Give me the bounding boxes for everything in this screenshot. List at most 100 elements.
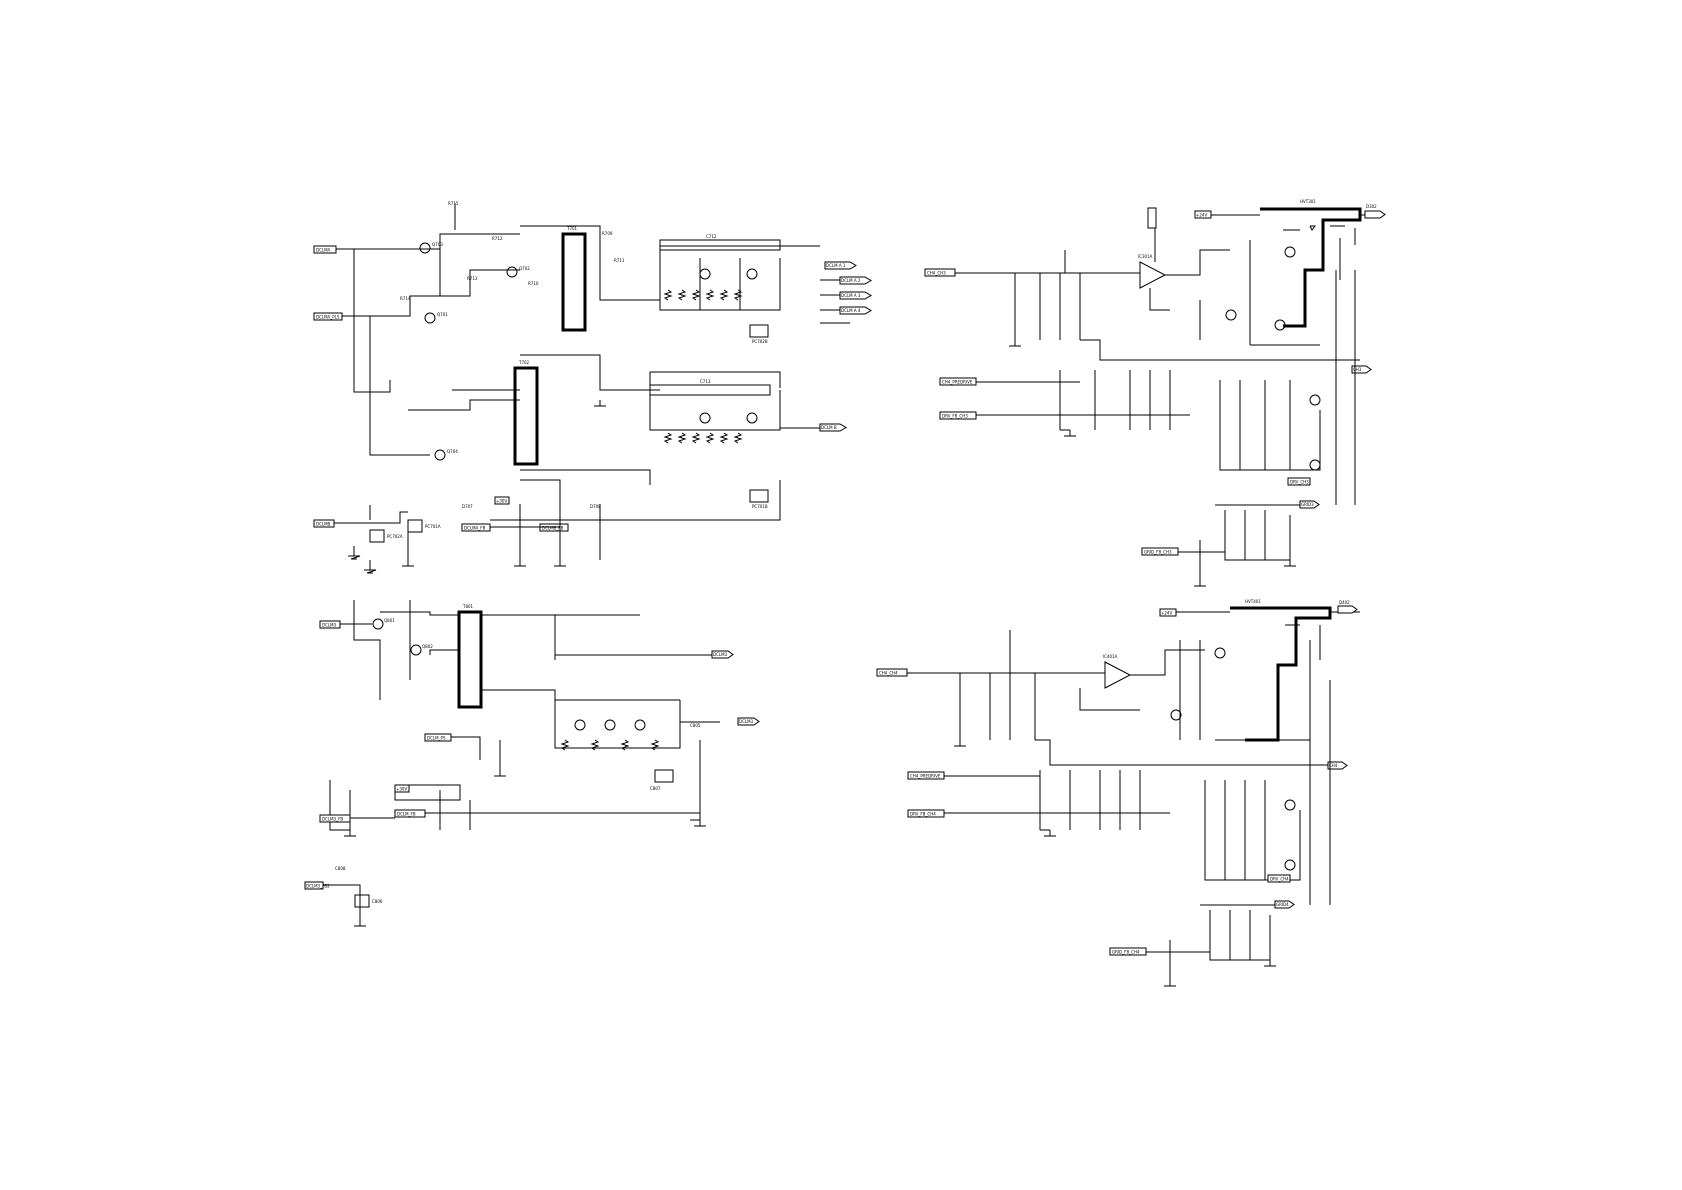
label-dclm-ps: DCLM_PS [427, 736, 446, 741]
transistor-ch4 [746, 412, 758, 424]
label-30v: +30V [496, 499, 507, 504]
tag-30v-b [394, 784, 410, 793]
transistor-q801 [372, 618, 384, 630]
label-r710: R710 [528, 281, 539, 286]
label-q703: Q703 [432, 242, 443, 247]
transistor-q701 [424, 312, 436, 324]
transistor-q305 [1309, 394, 1321, 406]
label-drv-fb-ch3: DRV_FB_CH3 [942, 414, 968, 419]
transistor-ch3 [699, 412, 711, 424]
transistor-q703 [419, 242, 431, 254]
transformer-hvt301 [1260, 207, 1362, 328]
output-tag-ch3 [1351, 365, 1372, 374]
transistor-q404 [1170, 709, 1182, 721]
label-r711: R711 [614, 258, 625, 263]
label-pc701b: PC701B [752, 504, 768, 509]
label-t801: T801 [462, 604, 474, 609]
label-drv-fb-ch4: DRV_FB_CH4 [910, 812, 936, 817]
opamp-ic301a [1139, 261, 1167, 289]
label-ch4-predrive-b: CH4_PREDRIVE [910, 774, 941, 779]
right-bottom-circuit: CH4_CH4 IC401A HVT401 +24V D402 [876, 599, 1360, 987]
output-tag-ch4 [1327, 761, 1348, 770]
label-pc801a: C806 [372, 899, 383, 904]
left-bottom-circuit: DCLM3 Q801 Q802 T801 DCLM3 DCLM3 C805 [304, 600, 760, 927]
output-tag-dclm-b [819, 423, 847, 432]
label-drv-ch3: DRV_CH3 [1290, 480, 1309, 485]
label-dclm3-fb2: DCLM3_FB2 [306, 884, 330, 889]
photocoupler-pc701b [749, 489, 769, 503]
output-tag-grid4 [1274, 900, 1295, 909]
label-ic401a: IC401A [1103, 654, 1118, 659]
photocoupler-pc702a [369, 529, 385, 543]
output-tag-d302 [1364, 210, 1386, 219]
label-d402: D402 [1339, 600, 1350, 605]
transistor-ch5 [574, 719, 586, 731]
transformer-hvt401 [1230, 606, 1332, 742]
transistor-q306 [1309, 459, 1321, 471]
label-24v-rt: +24V [1196, 213, 1207, 218]
transformer-t701 [561, 232, 587, 332]
cap-block-c712 [659, 239, 781, 251]
label-r827: C808 [335, 866, 346, 871]
label-t701: T701 [566, 226, 578, 231]
transistor-q304 [1225, 309, 1237, 321]
label-jumper: C805 [690, 723, 701, 728]
label-ch4-predrive: CH4_PREDRIVE [942, 380, 973, 385]
output-tag-dclm-a2 [839, 276, 872, 285]
output-tag-drv-ch4 [1267, 874, 1291, 883]
label-q702: Q702 [519, 266, 530, 271]
transistor-ch1 [699, 268, 711, 280]
transistor-q301 [1284, 246, 1296, 258]
label-30v-b: +30V [396, 787, 407, 792]
transistor-q406 [1284, 859, 1296, 871]
photocoupler-pc701a [407, 519, 423, 533]
output-tag-grid3 [1299, 500, 1320, 509]
label-dclm-a3: DCLM A 3 [841, 293, 861, 298]
label-dclma-fb: DCLMA_FB [464, 526, 486, 531]
transistor-ch2 [746, 268, 758, 280]
input-label-dclma-pls: DCLMA_PLS [316, 315, 340, 320]
label-pc702b: PC702B [752, 339, 768, 344]
output-tag-dclm3-b [737, 717, 760, 726]
label-dclmb: DCLMB [316, 522, 331, 527]
label-hvt401: HVT401 [1245, 599, 1261, 604]
label-24v-rb: +24V [1161, 611, 1172, 616]
opamp-ic401a [1104, 661, 1132, 689]
label-dclm-a2: DCLM A 2 [841, 278, 861, 283]
transistor-ch7 [634, 719, 646, 731]
label-dclm3-out-a: DCLM3 [713, 652, 728, 657]
left-top-circuit: DCLMA DCLMA_PLS T701 T702 [313, 201, 872, 574]
output-tag-dclm-a4 [839, 306, 872, 315]
label-q802: Q802 [422, 644, 433, 649]
label-dclm-b: DCLM B [821, 425, 837, 430]
output-tag-d402 [1337, 605, 1358, 614]
label-r712: R712 [492, 236, 503, 241]
label-c712: C712 [706, 234, 717, 239]
label-dclm3-out-b: DCLM3 [739, 719, 754, 724]
label-grid-fb-ch4: GRID_FB_CH4 [1112, 950, 1140, 955]
transistor-q704 [434, 449, 446, 461]
tag-vcc-rt [1147, 207, 1157, 229]
label-dclm-fb: DCLM_FB [397, 812, 416, 817]
label-t702: T702 [518, 360, 530, 365]
photocoupler-pc801a [354, 894, 370, 908]
output-tag-dclm-a3 [839, 291, 872, 300]
label-r709: R709 [602, 231, 613, 236]
transformer-t801 [457, 610, 483, 709]
output-tag-drv-ch3 [1287, 477, 1311, 486]
label-ch4: CH4 [1329, 763, 1338, 768]
label-dclm-a1: DCLM A 1 [826, 263, 846, 268]
label-q704: Q704 [447, 449, 458, 454]
transistor-q702 [506, 266, 518, 278]
input-label-dclma: DCLMA [316, 248, 331, 253]
photocoupler-pc702b [749, 324, 769, 338]
label-pc801b: C807 [650, 786, 661, 791]
output-tag-dclm3-a [711, 650, 734, 659]
photocoupler-pc801b [654, 769, 674, 783]
label-q801: Q801 [384, 618, 395, 623]
label-dclm3-fb: DCLM3_FB [322, 817, 343, 822]
transistor-q405 [1284, 799, 1296, 811]
label-pc702a: PC702A [387, 534, 403, 539]
